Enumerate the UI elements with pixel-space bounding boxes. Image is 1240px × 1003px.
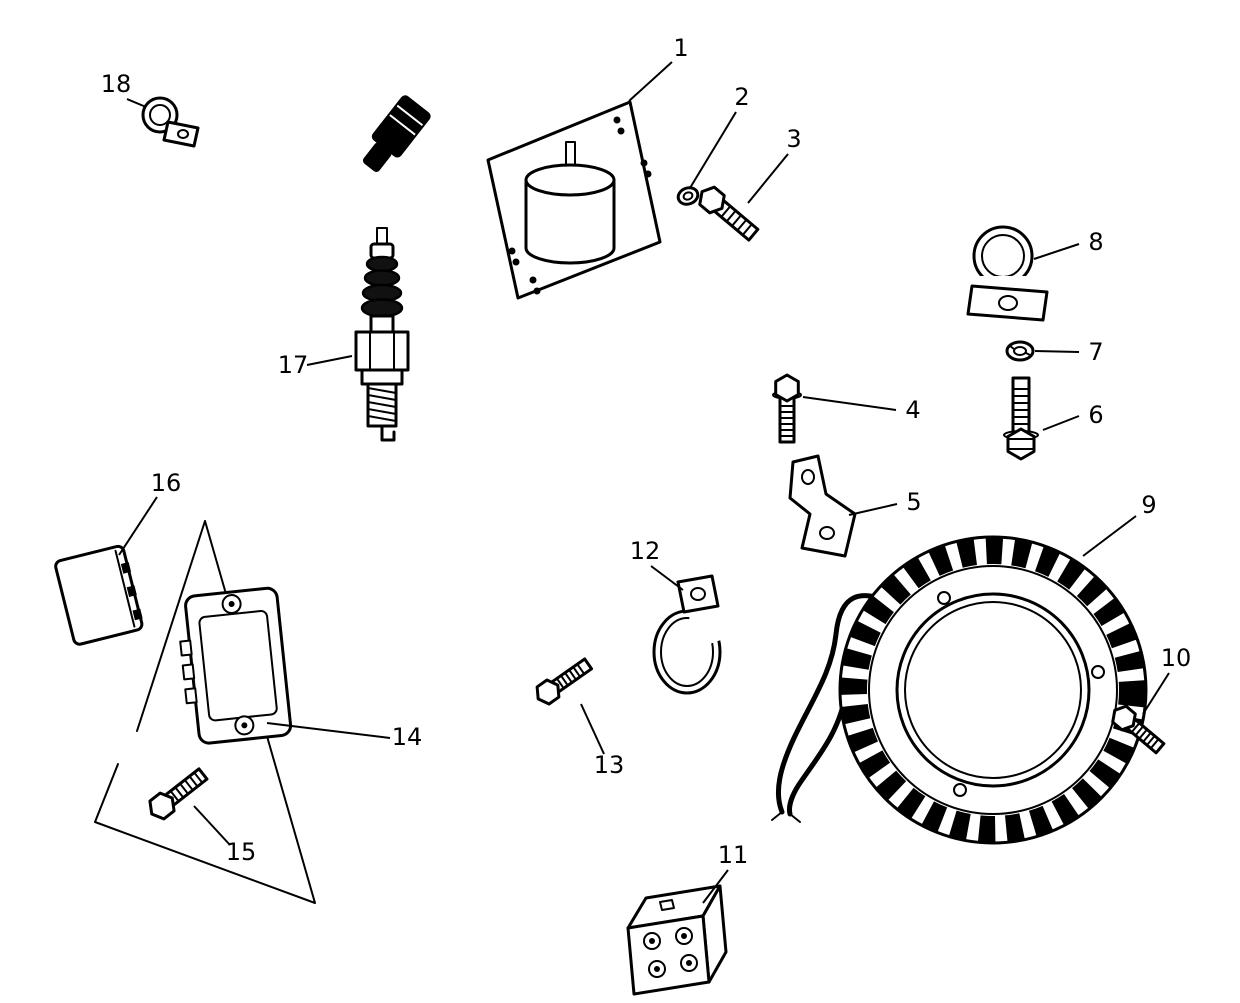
stator-lead-wire <box>775 593 905 815</box>
callout-5: 5 <box>906 488 921 516</box>
leader-16 <box>118 496 158 556</box>
part-2-washer <box>676 186 700 206</box>
part-6-bolt <box>1003 376 1039 461</box>
panel-outline <box>94 520 316 904</box>
leader-15 <box>193 805 231 846</box>
callout-18: 18 <box>101 70 132 98</box>
callout-11: 11 <box>718 841 749 869</box>
part-7-lock-washer <box>1005 340 1035 362</box>
callout-1: 1 <box>673 34 688 62</box>
part-10-screw <box>1111 704 1166 755</box>
leader-10 <box>1142 672 1170 715</box>
leader-11 <box>702 869 729 904</box>
callout-8: 8 <box>1088 228 1103 256</box>
leader-5 <box>848 503 898 516</box>
leader-18 <box>126 98 147 108</box>
part-13-screw <box>535 657 594 706</box>
leader-6 <box>1042 415 1080 431</box>
callout-12: 12 <box>630 537 661 565</box>
leader-9 <box>1082 515 1137 557</box>
callout-14: 14 <box>392 723 423 751</box>
leader-7 <box>1034 350 1080 353</box>
leader-4 <box>802 396 897 411</box>
part-14-ignition-module <box>179 586 293 745</box>
callout-15: 15 <box>226 838 257 866</box>
callout-9: 9 <box>1141 491 1156 519</box>
callout-3: 3 <box>786 125 801 153</box>
callout-10: 10 <box>1161 644 1192 672</box>
part-1-ignition-coil <box>362 35 662 300</box>
spark-plug-boot <box>362 95 431 172</box>
callout-17: 17 <box>278 351 309 379</box>
leader-8 <box>1033 243 1080 260</box>
callout-13: 13 <box>594 751 625 779</box>
leader-1 <box>628 61 673 102</box>
callout-4: 4 <box>905 396 920 424</box>
part-11-connector <box>626 884 728 996</box>
callout-7: 7 <box>1088 338 1103 366</box>
callout-leaders <box>118 61 1170 904</box>
callout-16: 16 <box>151 469 182 497</box>
part-3-bolt <box>698 185 760 242</box>
leader-12 <box>650 565 684 591</box>
leader-14 <box>266 722 391 739</box>
callout-2: 2 <box>734 83 749 111</box>
part-5-bracket <box>788 454 857 558</box>
part-18-cable-clamp <box>141 96 200 148</box>
callout-labels: 1 2 3 4 5 6 7 8 9 10 11 12 13 14 15 16 1… <box>101 34 1192 869</box>
leader-17 <box>306 355 353 366</box>
part-15-bolt <box>148 767 209 821</box>
leader-3 <box>747 153 789 204</box>
part-16-module-box <box>54 544 144 646</box>
part-12-cable-clamp <box>652 574 735 695</box>
part-17-spark-plug <box>354 227 410 442</box>
leader-2 <box>689 111 737 189</box>
part-9-stator <box>771 535 1148 845</box>
part-4-screw <box>772 373 802 444</box>
part-8-cable-clamp <box>966 225 1049 322</box>
leader-13 <box>580 703 605 755</box>
callout-6: 6 <box>1088 401 1103 429</box>
